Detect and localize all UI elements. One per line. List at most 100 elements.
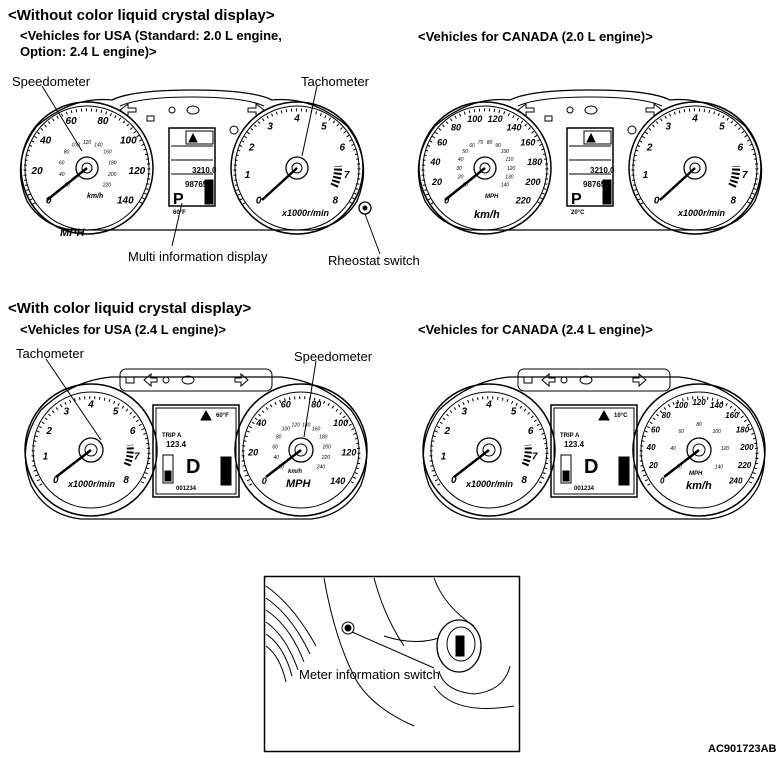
lcd-temperature: 60°F [173, 210, 186, 216]
gauge-tick-label: 0 [660, 477, 665, 486]
subheading-usa-24: <Vehicles for USA (2.4 L engine)> [20, 322, 226, 337]
gauge-tick-label: 0 [654, 196, 660, 207]
gauge-tick-label: 140 [501, 183, 510, 189]
callout-leader-lines [41, 85, 381, 255]
air-vent [265, 585, 317, 683]
gauge-tick-label: 100 [120, 135, 137, 146]
gauge-tick-label: 200 [739, 443, 754, 452]
brake-warning-icon [181, 375, 195, 385]
speedometer-needle [46, 167, 88, 201]
lcd-trip: 123.4 [564, 440, 585, 449]
cluster-housing [19, 89, 365, 231]
multi-info-display [168, 127, 216, 207]
gauge-tick-label: 1 [643, 170, 649, 181]
gauge-tick-label: 140 [710, 401, 724, 410]
gauge-tick-label: 110 [505, 157, 513, 163]
callout-leader-line [351, 631, 435, 669]
speedometer-hub [288, 437, 314, 463]
lcd-trip: 987654 [185, 180, 212, 189]
gauge-tick-label: 180 [527, 157, 542, 167]
lcd-temperature: 10°C [614, 413, 628, 419]
tach-unit-label: x1000r/min [677, 208, 726, 218]
gauge-tick-label: 7 [344, 170, 350, 181]
battery-icon [125, 376, 135, 384]
gauge-tick-label: 40 [670, 446, 676, 452]
gauge-tick-label: 120 [507, 166, 516, 172]
tach-unit-label: x1000r/min [465, 479, 514, 489]
battery-icon [544, 115, 553, 122]
cluster-usa-24: x1000r/min MPH km/h TRIP A 123.4 D 60°F … [24, 358, 368, 520]
gauge-tick-label: 60 [272, 445, 278, 451]
speedometer-dial [632, 383, 766, 517]
gauge-tick-label: 220 [515, 195, 531, 205]
lcd-trip: 987654 [583, 180, 610, 189]
cluster-housing [422, 376, 766, 520]
lcd-trip-label: TRIP A [560, 433, 580, 439]
gauge-tick-label: 2 [646, 142, 653, 153]
cluster-canada-24: x1000r/min km/h MPH TRIP A 123.4 D 10°C … [422, 368, 766, 520]
gauge-tick-label: 0 [451, 475, 457, 486]
tachometer-dial [230, 101, 364, 235]
gauge-tick-label: 120 [292, 422, 301, 428]
cluster-canada-20: km/h x1000r/min MPH 3210.0 987654 P 20°C… [417, 89, 763, 235]
callout-multi-info-display: Multi information display [128, 249, 268, 264]
turn-right-arrow-icon [645, 103, 663, 117]
subheading-canada-20: <Vehicles for CANADA (2.0 L engine)> [418, 29, 653, 44]
gauge-tick-label: 40 [429, 157, 440, 167]
gauge-tick-label: 5 [511, 407, 517, 418]
gauge-tick-label: 2 [444, 426, 451, 437]
gauge-tick-label: 7 [532, 452, 538, 463]
warning-lamp-panel [517, 368, 671, 392]
figure-code: AC901723AB [708, 743, 777, 755]
gauge-tick-label: 220 [321, 455, 331, 461]
gauge-tick-label: 6 [528, 426, 534, 437]
gauge-tick-label: 3 [267, 121, 273, 132]
speedometer-hub [473, 156, 497, 180]
gauge-tick-label: 20 [431, 177, 442, 187]
gauge-tick-label: 6 [130, 426, 136, 437]
gauge-tick-label: 1 [441, 452, 447, 463]
gauge-tick-label: 60 [59, 160, 65, 166]
lcd-trip: 123.4 [166, 440, 187, 449]
gauge-tick-label: 200 [107, 172, 117, 178]
tachometer-needle [55, 449, 92, 478]
tachometer-needle [659, 167, 696, 201]
turn-right-arrow-icon [632, 372, 647, 388]
speedometer-dial [418, 101, 552, 235]
speedometer-dial [234, 383, 368, 517]
gauge-tick-label: 0 [256, 196, 262, 207]
gauge-tick-label: 6 [340, 142, 346, 153]
gauge-tick-label: 80 [64, 150, 70, 156]
gauge-tick-label: 40 [273, 455, 279, 461]
dashboard-panel-edge [323, 577, 415, 727]
gauge-tick-label: 20 [457, 175, 464, 181]
gauge-tick-label: 5 [321, 121, 327, 132]
gauge-tick-label: 4 [87, 400, 94, 411]
speed-unit-label: km/h [474, 209, 500, 221]
gauge-tick-label: 7 [134, 452, 140, 463]
gauge-tick-label: 0 [46, 196, 52, 207]
gauge-tick-label: 5 [719, 121, 725, 132]
gauge-tick-label: 7 [742, 170, 748, 181]
ignition-key-cylinder [433, 619, 515, 709]
gauge-tick-label: 20 [648, 461, 658, 470]
speedometer-needle [444, 167, 486, 201]
gauge-tick-label: 80 [451, 122, 461, 132]
lcd-odometer: 001234 [574, 486, 595, 492]
turn-right-arrow-icon [247, 103, 265, 117]
gauge-tick-label: 80 [696, 422, 702, 428]
gauge-tick-label: 180 [319, 434, 328, 440]
speed-inner-unit-label: km/h [87, 193, 103, 200]
gauge-tick-label: 8 [123, 475, 129, 486]
color-lcd-display [152, 404, 240, 498]
gauge-tick-label: 120 [129, 166, 146, 177]
gauge-tick-label: 2 [46, 426, 53, 437]
heading-without-lcd: <Without color liquid crystal display> [8, 7, 275, 24]
illustration-frame [263, 575, 521, 753]
gauge-tick-label: 6 [738, 142, 744, 153]
gauge-tick-label: 240 [316, 465, 326, 471]
cluster-housing [417, 89, 763, 231]
subheading-canada-24: <Vehicles for CANADA (2.4 L engine)> [418, 322, 653, 337]
gauge-tick-label: 100 [282, 427, 291, 433]
gauge-tick-label: 140 [302, 422, 311, 428]
